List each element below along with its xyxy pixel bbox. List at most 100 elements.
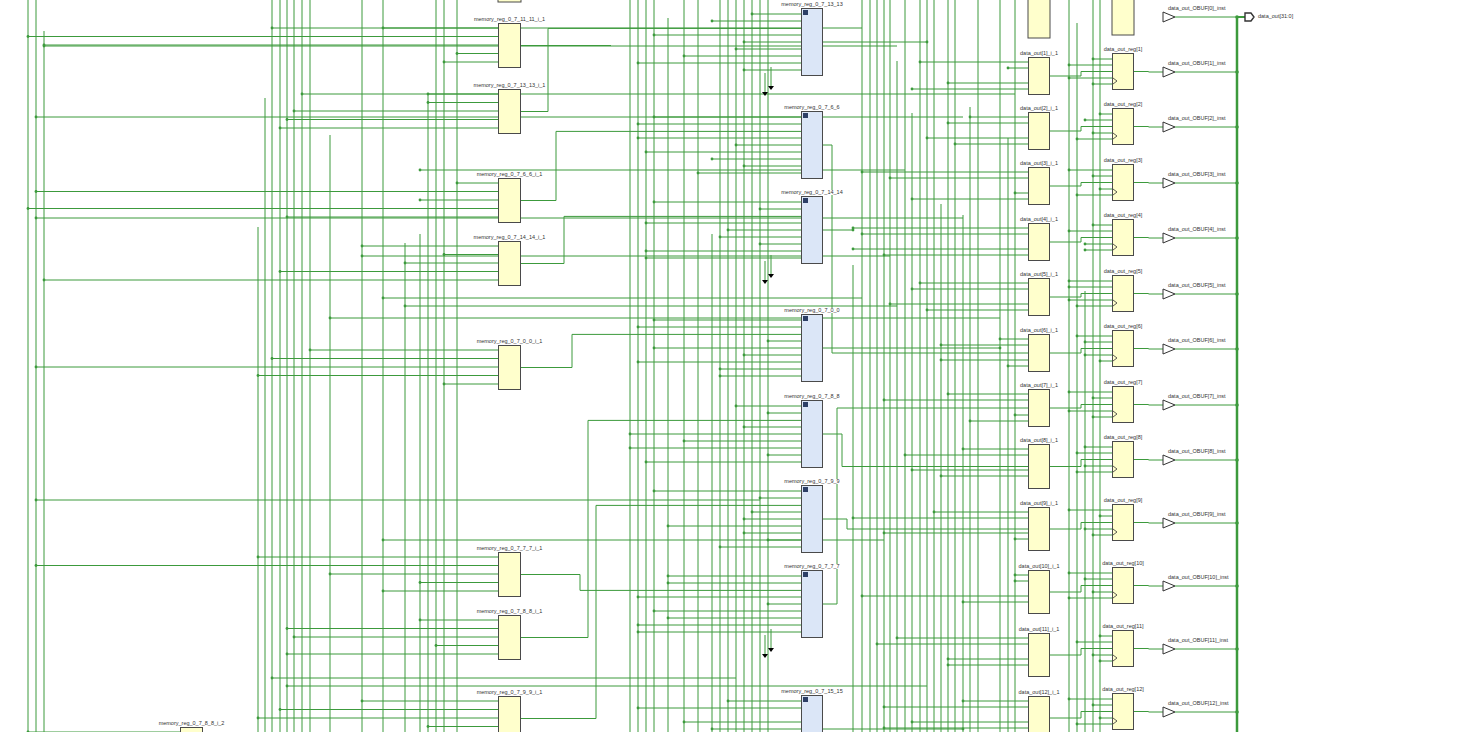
- wire: [720, 376, 801, 377]
- wire: [720, 369, 801, 370]
- clock-pin-symbol: [1113, 54, 1135, 91]
- net-connector: [1134, 404, 1163, 406]
- wire: [1015, 415, 1028, 416]
- wire: [646, 251, 801, 252]
- cell-name: data_out_OBUF[8]_inst: [1167, 449, 1226, 455]
- wire-junction: [1068, 230, 1071, 233]
- wire-junction: [271, 677, 274, 680]
- wire: [948, 665, 1028, 666]
- lut-cell: memory_reg_0_7_0_0_i_1: [498, 345, 521, 390]
- wire: [698, 0, 699, 732]
- buffer-triangle: [1163, 289, 1175, 299]
- wire: [765, 73, 766, 92]
- cell-name: data_out_OBUF[1]_inst: [1167, 61, 1226, 67]
- clock-triangle: [1113, 592, 1117, 598]
- wire-junction: [926, 309, 929, 312]
- wire-junction: [954, 143, 957, 146]
- wire-junction: [629, 447, 632, 450]
- wire-junction: [637, 624, 640, 627]
- wire: [744, 519, 801, 520]
- net-connector: [1175, 17, 1245, 127]
- cell-name: data_out_OBUF[9]_inst: [1167, 512, 1226, 518]
- buffer-triangle: [1163, 12, 1175, 22]
- wire-junction: [443, 253, 446, 256]
- wire: [28, 208, 498, 209]
- wire-junction: [683, 440, 686, 443]
- cell-name: memory_reg_0_7_8_8: [783, 394, 840, 400]
- wire-junction: [1076, 641, 1079, 644]
- wire: [1100, 661, 1112, 662]
- cell-name: memory_reg_0_7_7_7_i_1: [476, 546, 544, 552]
- wire: [744, 70, 801, 71]
- clock-pin-symbol: [1113, 568, 1135, 605]
- ground-symbol: [768, 274, 774, 278]
- wire-junction: [1092, 534, 1095, 537]
- wire: [720, 0, 721, 732]
- wire: [684, 0, 685, 732]
- wire-junction: [767, 603, 770, 606]
- net-connector: [521, 334, 801, 367]
- wire: [823, 42, 927, 43]
- wire: [1085, 466, 1112, 467]
- wire-junction: [286, 118, 289, 121]
- cell-name: memory_reg_0_7_15_15: [780, 689, 843, 695]
- wire-junction: [35, 366, 38, 369]
- wire-junction: [719, 368, 722, 371]
- ram-icon: [803, 487, 808, 492]
- clock-pin-symbol: [1113, 220, 1135, 257]
- wire-junction: [257, 374, 260, 377]
- wire: [948, 83, 1028, 84]
- wire: [1069, 287, 1112, 288]
- cell-name: data_out[31:0]: [1257, 14, 1294, 20]
- wire: [36, 191, 498, 192]
- clock-pin-symbol: [1113, 165, 1135, 202]
- wire: [862, 172, 1028, 173]
- wire: [890, 304, 1028, 305]
- wire-junction: [645, 461, 648, 464]
- cell-name: data_out[5]_i_1: [1019, 272, 1059, 278]
- buffer-triangle: [1163, 518, 1175, 528]
- cell-name: data_out_OBUF[4]_inst: [1167, 227, 1226, 233]
- register-cell: data_out_reg[2]: [1112, 108, 1134, 145]
- wire-junction: [456, 52, 459, 55]
- wire-junction: [1014, 414, 1017, 417]
- wire: [941, 345, 1028, 346]
- wire-junction: [735, 405, 738, 408]
- wire: [912, 113, 913, 732]
- register-cell: data_out_reg[1]: [1112, 53, 1134, 90]
- wire: [1093, 592, 1112, 593]
- wire-junction: [1099, 188, 1102, 191]
- wire: [728, 0, 729, 732]
- wire: [823, 348, 1000, 349]
- wire-junction: [759, 243, 762, 246]
- wire: [771, 629, 772, 648]
- wire: [646, 462, 801, 463]
- wire-junction: [286, 653, 289, 656]
- wire-junction: [637, 326, 640, 329]
- wire-junction: [759, 208, 762, 211]
- net-connector: [1175, 17, 1245, 18]
- wire: [1085, 355, 1112, 356]
- wire: [457, 53, 498, 54]
- clock-pin-symbol: [1113, 694, 1135, 731]
- wire: [1085, 120, 1112, 121]
- cell-name: data_out_OBUF[7]_inst: [1167, 394, 1226, 400]
- wire-junction: [43, 45, 46, 48]
- clock-triangle: [1113, 529, 1117, 535]
- wire-junction: [27, 207, 30, 210]
- wire: [36, 565, 498, 566]
- wire: [1069, 231, 1112, 232]
- wire: [383, 298, 862, 299]
- ram-icon: [803, 402, 808, 407]
- wire: [712, 729, 801, 730]
- wire: [383, 591, 498, 592]
- wire: [428, 726, 498, 727]
- wire: [1069, 573, 1112, 574]
- wire-junction: [404, 305, 407, 308]
- net-connector: [823, 434, 1028, 467]
- wire: [646, 223, 801, 224]
- wire-junction: [419, 619, 422, 622]
- register-cell: data_out_reg[5]: [1112, 275, 1134, 312]
- partial-cell: [1112, 0, 1134, 35]
